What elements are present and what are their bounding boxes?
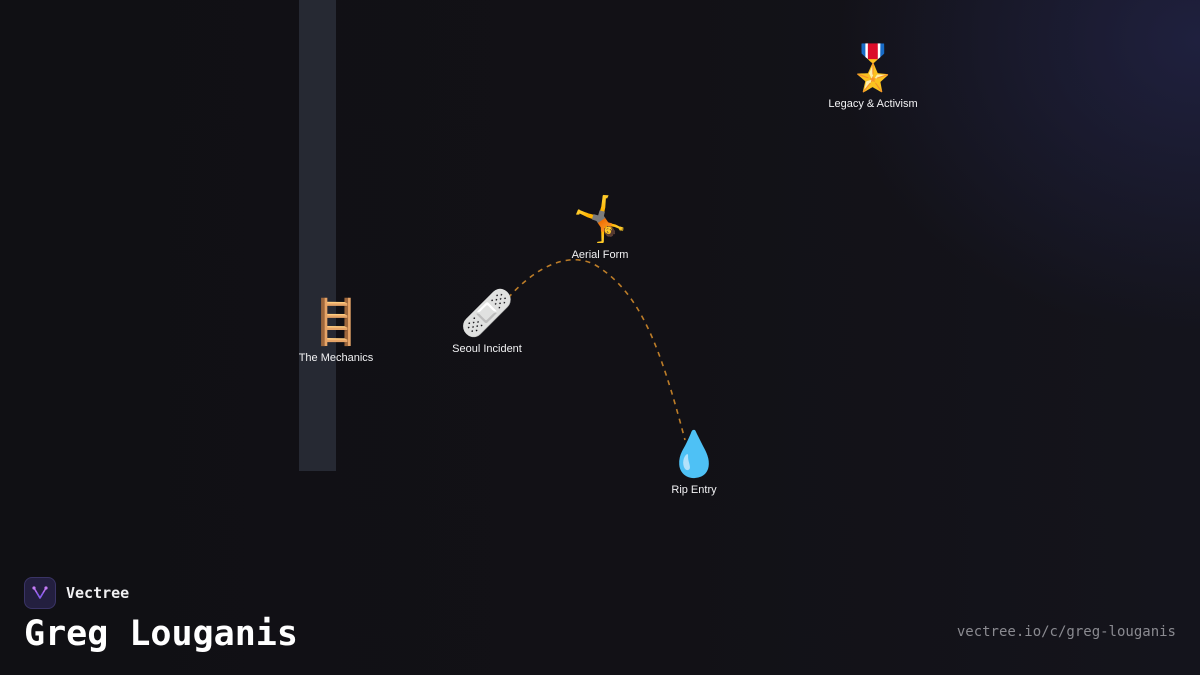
node-the-mechanics[interactable]: 🪜 The Mechanics (256, 298, 416, 364)
trajectory-path (507, 259, 686, 441)
vectree-logo-icon (24, 577, 56, 609)
page-url[interactable]: vectree.io/c/greg-louganis (956, 624, 1176, 640)
ladder-icon: 🪜 (308, 298, 364, 347)
node-label: Seoul Incident (452, 343, 522, 355)
node-label: Aerial Form (571, 249, 629, 261)
node-label: Legacy & Activism (828, 98, 918, 110)
node-label: The Mechanics (298, 352, 374, 364)
node-rip-entry[interactable]: 💧 Rip Entry (614, 430, 774, 496)
brand-name: Vectree (66, 584, 130, 602)
node-seoul-incident[interactable]: 🩹 Seoul Incident (407, 289, 567, 355)
diving-platform (299, 0, 336, 471)
page-title: Greg Louganis (24, 614, 298, 654)
brand[interactable]: Vectree (24, 577, 129, 609)
droplet-icon: 💧 (666, 430, 722, 479)
cartwheel-icon: 🤸 (572, 195, 628, 244)
node-label: Rip Entry (671, 484, 717, 496)
bandage-icon: 🩹 (459, 289, 515, 338)
node-aerial-form[interactable]: 🤸 Aerial Form (520, 195, 680, 261)
medal-icon: 🎖️ (845, 44, 901, 93)
node-legacy-activism[interactable]: 🎖️ Legacy & Activism (793, 44, 953, 110)
